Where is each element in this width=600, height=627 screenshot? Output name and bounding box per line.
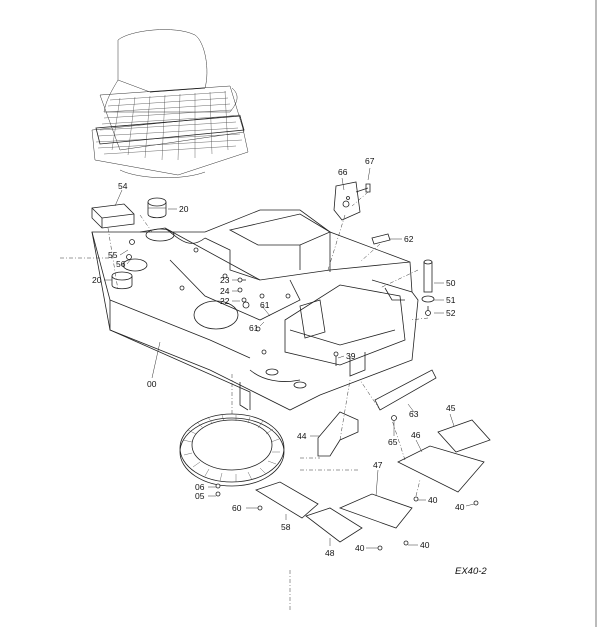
part-67-bolt bbox=[355, 183, 371, 193]
label-61b: 61 bbox=[249, 323, 259, 333]
label-48: 48 bbox=[325, 548, 335, 558]
part-20-mount-top bbox=[147, 197, 167, 219]
label-55: 55 bbox=[108, 250, 118, 260]
part-20-mount-left bbox=[111, 271, 133, 290]
part-46-undercover bbox=[397, 445, 485, 493]
label-40d: 40 bbox=[420, 540, 430, 550]
label-23: 23 bbox=[220, 275, 230, 285]
label-45: 45 bbox=[446, 403, 456, 413]
label-56: 56 bbox=[116, 259, 126, 269]
label-58: 58 bbox=[281, 522, 291, 532]
main-frame bbox=[91, 209, 419, 411]
label-06: 06 bbox=[195, 482, 205, 492]
label-62: 62 bbox=[404, 234, 414, 244]
label-40c: 40 bbox=[355, 543, 365, 553]
label-63: 63 bbox=[409, 409, 419, 419]
label-00: 00 bbox=[147, 379, 157, 389]
label-60: 60 bbox=[232, 503, 242, 513]
part-58-undercover bbox=[255, 481, 319, 519]
label-67: 67 bbox=[365, 156, 375, 166]
label-24: 24 bbox=[220, 286, 230, 296]
label-52: 52 bbox=[446, 308, 456, 318]
part-47-undercover bbox=[338, 493, 413, 529]
part-54-bracket bbox=[91, 203, 135, 229]
label-66: 66 bbox=[338, 167, 348, 177]
bolts bbox=[126, 239, 479, 551]
label-40a: 40 bbox=[428, 495, 438, 505]
label-46: 46 bbox=[411, 430, 421, 440]
part-45-undercover bbox=[437, 419, 491, 453]
label-51: 51 bbox=[446, 295, 456, 305]
part-44-guard bbox=[317, 411, 359, 457]
part-63-cover bbox=[374, 369, 437, 411]
part-62-clip bbox=[371, 233, 391, 245]
label-22: 22 bbox=[220, 296, 230, 306]
label-44: 44 bbox=[297, 431, 307, 441]
label-20a: 20 bbox=[179, 204, 189, 214]
label-40b: 40 bbox=[455, 502, 465, 512]
part-66-plate bbox=[333, 181, 361, 221]
label-39: 39 bbox=[346, 351, 356, 361]
part-50-damper bbox=[421, 259, 435, 316]
machine-overview bbox=[91, 29, 249, 178]
label-61a: 61 bbox=[260, 300, 270, 310]
label-47: 47 bbox=[373, 460, 383, 470]
label-54: 54 bbox=[118, 181, 128, 191]
label-50: 50 bbox=[446, 278, 456, 288]
leader-lines bbox=[104, 167, 475, 549]
part-48-undercover bbox=[305, 507, 363, 543]
model-code: EX40-2 bbox=[455, 566, 487, 577]
part-labels: 66 67 54 20 62 55 56 20 23 24 22 50 51 5… bbox=[92, 156, 487, 577]
assembly-lines bbox=[60, 191, 429, 610]
label-20b: 20 bbox=[92, 275, 102, 285]
label-05: 05 bbox=[195, 491, 205, 501]
label-65: 65 bbox=[388, 437, 398, 447]
